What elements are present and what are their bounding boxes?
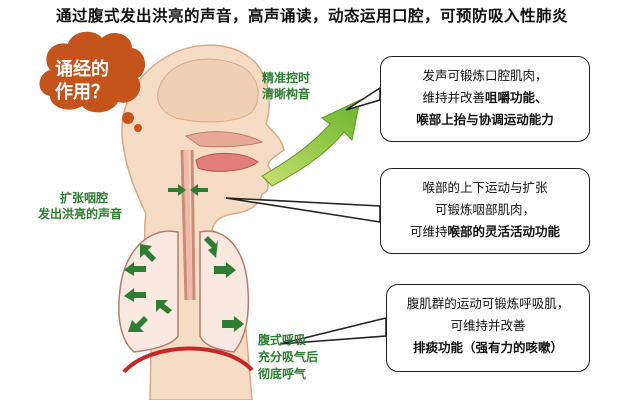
arrow-throat-left [168,184,186,196]
throat-line-3: 可维持喉部的灵活活动功能 [381,221,589,243]
mouth-line-2-bold: 咀嚼功能、 [485,90,548,105]
throat-line-1: 喉部的上下运动与扩张 [422,180,548,195]
callout-box-mouth: 发声可锻炼口腔肌肉， 维持并改善咀嚼功能、 喉部上抬与协调运动能力 [380,56,590,142]
callout-pointer-mouth [345,86,381,111]
label-abdomen-line-2: 充分吸气后 [258,350,319,364]
headline: 通过腹式发出洪亮的声音，高声诵读，动态运用口腔，可预防吸入性肺炎 [55,7,568,25]
sutra-arrow [261,99,361,187]
callout-box-abdomen: 腹肌群的运动可锻炼呼吸肌， 可维持并改善 排痰功能（强有力的咳嗽） [386,284,590,372]
expansion-arrows [124,184,244,332]
cloud-line-1: 诵经的 [55,59,109,80]
throat-line-2: 可锻炼咽部肌肉， [434,202,535,217]
arrow-throat-right [190,184,208,196]
tongue-shape [195,152,259,172]
abdomen-line-3-bold: 排痰功能 [412,340,463,355]
thought-cloud [39,31,146,113]
arrow-lung-3 [124,288,146,302]
arrow-lung-6 [214,262,236,278]
label-precise-line-2: 清晰构音 [262,87,311,101]
label-precise: 精准控时 清晰构音 [262,70,310,102]
label-abdomen-line-3: 彻底呼气 [258,367,307,381]
label-abdomen-line-1: 腹式呼吸 [258,333,307,347]
abdomen-line-3: 排痰功能（强有力的咳嗽） [387,337,589,359]
label-throat-line-2: 发出洪亮的声音 [38,207,123,221]
diaphragm-line [122,346,254,374]
throat-line-3-plain: 可维持 [409,224,448,239]
mouth-line-1: 发声可锻炼口腔肌肉， [422,68,548,83]
mouth-line-2-plain: 维持并改善 [422,90,485,105]
abdomen-line-3-plain: （强有力的咳嗽） [463,340,564,355]
arrow-lung-1 [140,244,156,262]
cloud-bubble-small [122,112,134,124]
arrow-lung-4 [128,316,148,332]
trachea-tube [180,149,196,301]
arrow-lung-5 [204,236,218,258]
callout-mouth-text: 发声可锻炼口腔肌肉， 维持并改善咀嚼功能、 喉部上抬与协调运动能力 [381,65,589,131]
oral-cavity [184,131,264,148]
callout-box-throat: 喉部的上下运动与扩张 可锻炼咽部肌肉， 可维持喉部的灵活活动功能 [380,168,590,254]
cloud-bubble-tiny [134,124,142,132]
callout-throat-text: 喉部的上下运动与扩张 可锻炼咽部肌肉， 可维持喉部的灵活活动功能 [381,177,589,243]
arrow-lung-2 [124,262,146,276]
cloud-line-2: 作用？ [55,82,109,103]
callout-abdomen-text: 腹肌群的运动可锻炼呼吸肌， 可维持并改善 排痰功能（强有力的咳嗽） [387,293,589,359]
mouth-line-2: 维持并改善咀嚼功能、 [381,87,589,109]
cloud-question: 诵经的 作用？ [36,58,128,104]
abdomen-line-1: 腹肌群的运动可锻炼呼吸肌， [406,296,570,311]
label-throat-line-1: 扩张咽腔 [60,191,109,205]
label-precise-line-1: 精准控时 [262,71,311,85]
arrow-lung-8 [156,300,172,314]
label-abdomen: 腹式呼吸 充分吸气后 彻底呼气 [258,332,318,383]
mouth-line-3: 喉部上抬与协调运动能力 [416,112,554,127]
arrow-lung-7 [222,316,244,332]
brain-shape [157,58,259,123]
label-throat: 扩张咽腔 发出洪亮的声音 [38,190,122,222]
throat-line-3-bold: 喉部的灵活活动功能 [447,224,561,239]
right-lung [199,230,250,353]
abdomen-line-2: 可维持并改善 [450,318,526,333]
